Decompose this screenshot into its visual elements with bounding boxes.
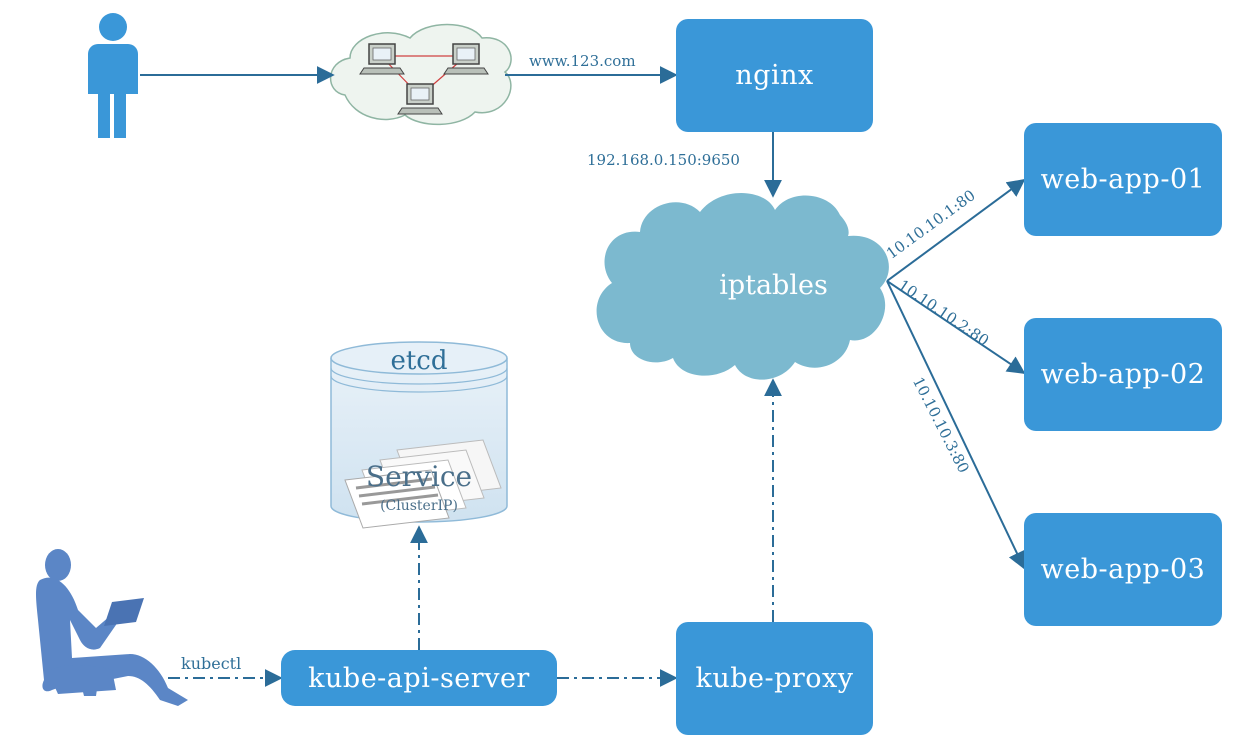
service-label: Service	[365, 460, 473, 493]
kubectl-label: kubectl	[181, 654, 242, 673]
computer-icon	[359, 43, 405, 75]
etcd-label: etcd	[390, 346, 448, 376]
domain-label: www.123.com	[529, 52, 636, 70]
nginx-upstream-label: 192.168.0.150:9650	[587, 151, 740, 169]
iptables-label: iptables	[719, 270, 828, 301]
iptables-to-web-app-03-arrow	[886, 280, 1026, 570]
computer-icon	[443, 43, 489, 75]
kube-api-server-node: kube-api-server	[281, 650, 557, 706]
document-stack-icon	[344, 439, 502, 529]
nginx-node: nginx	[676, 19, 873, 132]
service-type-label: (ClusterIP)	[380, 498, 458, 514]
laptop-user-icon	[36, 549, 188, 706]
iptables-cloud	[596, 193, 889, 380]
web-app-03-node: web-app-03	[1024, 513, 1222, 626]
iptables-to-web-app-01-arrow	[886, 178, 1026, 282]
web-app-01-node: web-app-01	[1024, 123, 1222, 236]
web-app-02-node: web-app-02	[1024, 318, 1222, 431]
user-icon	[88, 13, 138, 138]
iptables-to-web-app-02-arrow	[886, 280, 1026, 375]
computer-icon	[397, 83, 443, 115]
kube-proxy-node: kube-proxy	[676, 622, 873, 735]
network-cloud-icon	[329, 23, 512, 126]
